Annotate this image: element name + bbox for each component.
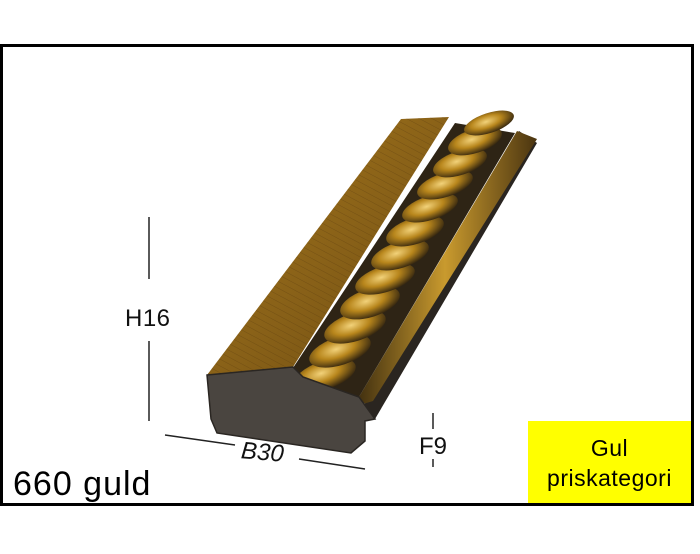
product-name: 660 guld [13,465,152,503]
price-category-line2: priskategori [547,465,672,491]
width-label: B30 [239,437,285,468]
height-label: H16 [125,305,171,332]
image-frame: H16 B30 F9 660 guld Gul priskategori [0,44,694,506]
price-category-badge: Gul priskategori [528,421,691,503]
frame-molding-illustration [148,110,537,470]
width-measure-line [164,434,236,446]
price-category-line1: Gul [590,435,629,461]
rebate-label: F9 [419,433,448,460]
bead-ornament-row [294,110,514,392]
